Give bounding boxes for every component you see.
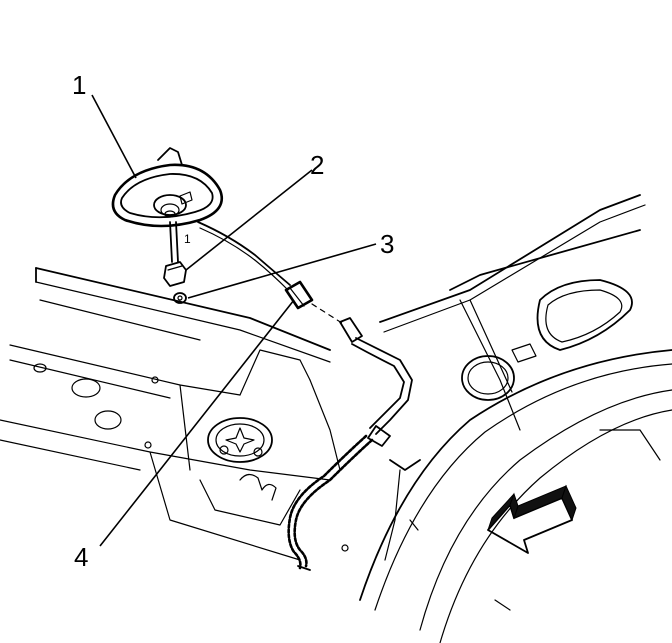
cable-connector [284, 280, 413, 571]
leader-line-4 [99, 299, 295, 547]
leader-line-1 [91, 94, 137, 179]
callout-2: 2 [310, 150, 324, 180]
callout-3: 3 [380, 229, 394, 259]
callout-4: 4 [74, 542, 88, 572]
leader-lines [91, 94, 377, 547]
body-panel [0, 194, 672, 643]
leader-line-2 [185, 169, 313, 271]
nut [163, 261, 187, 287]
small-mark-label: 1 [184, 232, 191, 246]
washer [173, 292, 187, 304]
direction-arrow-icon [487, 484, 577, 554]
antenna-base [111, 147, 291, 291]
callout-1: 1 [72, 70, 86, 100]
leader-line-3 [187, 243, 377, 299]
